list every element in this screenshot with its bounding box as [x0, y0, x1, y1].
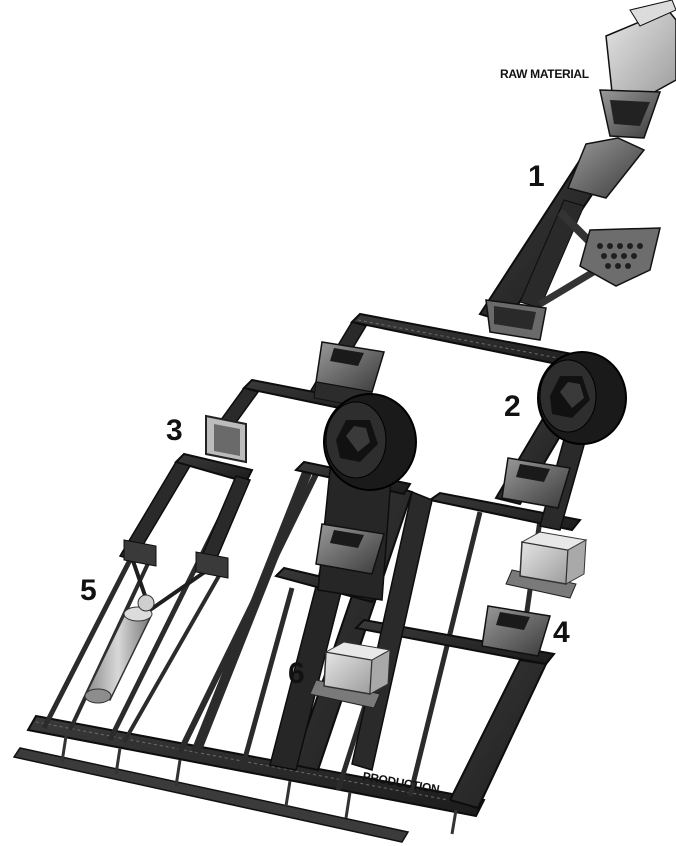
hopper-icon [501, 457, 571, 509]
storage-cylinder-icon [84, 594, 155, 704]
station-3-frame [205, 414, 247, 464]
detector-unit-icon [505, 531, 588, 599]
detector-unit-icon [309, 641, 392, 709]
station-1-conveyor [478, 137, 661, 341]
station-4-label: 4 [553, 616, 570, 649]
station-6-label: 6 [288, 657, 305, 690]
raw-material-hopper [599, 0, 676, 139]
hopper-icon [481, 605, 551, 657]
separator-wheel-icon [323, 393, 417, 491]
raw-material-label: RAW MATERIAL [500, 67, 589, 81]
hopper-icon [313, 341, 385, 409]
station-3-label: 3 [166, 414, 183, 447]
separator-wheel-icon [537, 351, 627, 445]
hopper-icon [315, 523, 385, 575]
collector-belt [26, 714, 486, 835]
station-5-frame [118, 452, 254, 614]
station-2-label: 2 [504, 390, 521, 423]
station-5-label: 5 [80, 574, 97, 607]
station-1-label: 1 [528, 160, 545, 193]
bottom-pipe [12, 747, 410, 843]
